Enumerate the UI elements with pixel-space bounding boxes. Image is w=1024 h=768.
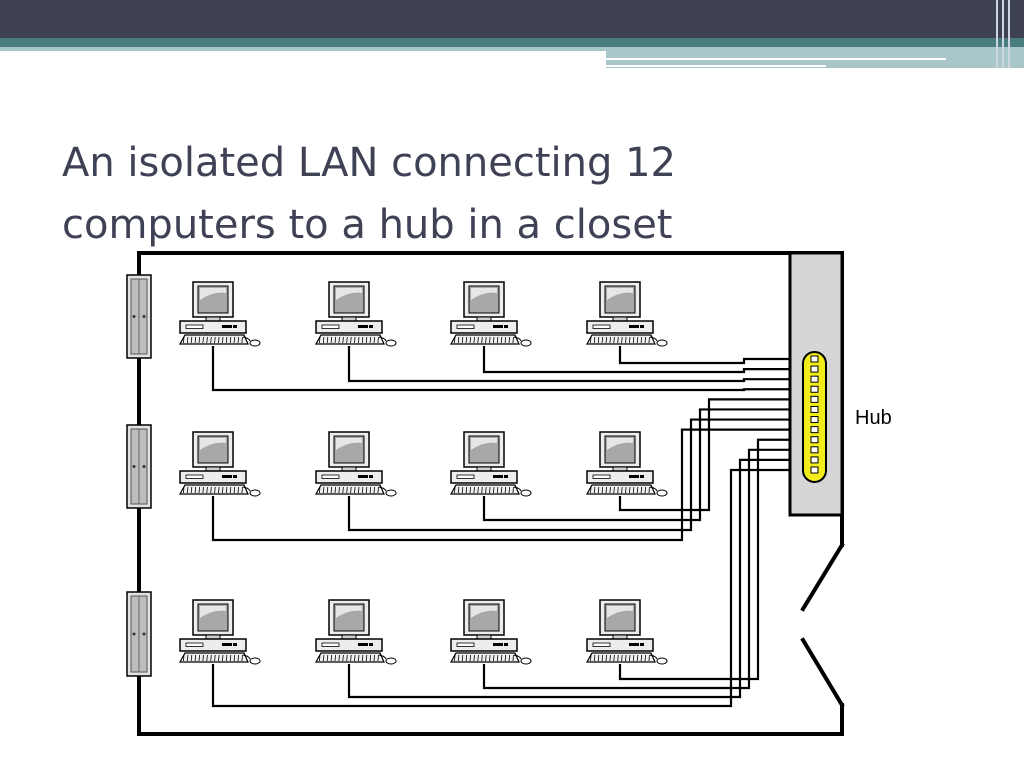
closet-door — [800, 542, 845, 612]
network-cable — [347, 418, 808, 532]
hub-port — [810, 446, 819, 454]
computer-icon — [585, 599, 668, 665]
title-line: An isolated LAN connecting 12 — [62, 140, 677, 186]
accent-line — [606, 65, 826, 67]
hub-label: Hub — [855, 407, 892, 429]
hub-port — [810, 416, 819, 424]
network-cable — [211, 428, 808, 542]
hub-port — [810, 426, 819, 434]
teal-band — [0, 38, 1024, 47]
network-cable — [211, 468, 808, 708]
accent-line — [606, 58, 946, 60]
computer-icon — [449, 599, 532, 665]
hub-port — [810, 405, 819, 413]
computer-icon — [585, 281, 668, 347]
slide-title: An isolated LAN connecting 12 computers … — [62, 132, 862, 256]
network-cable — [347, 458, 808, 699]
network-wires — [211, 346, 808, 708]
network-cable — [211, 346, 808, 392]
window-icon — [126, 424, 152, 509]
computer-icon — [585, 431, 668, 497]
hub-port — [810, 375, 819, 383]
title-line: computers to a hub in a closet — [62, 202, 673, 248]
computer-icon — [314, 431, 397, 497]
windows — [126, 274, 152, 677]
computer-icon — [178, 599, 261, 665]
computer-icon — [314, 599, 397, 665]
network-cable — [618, 346, 808, 365]
hub — [788, 251, 844, 517]
hub-port — [810, 436, 819, 444]
hub-port — [810, 395, 819, 403]
network-cable — [482, 448, 808, 690]
teal-right-band — [606, 47, 1024, 68]
computer-icon — [449, 431, 532, 497]
network-cable — [482, 346, 808, 374]
computer-icon — [178, 431, 261, 497]
teal-light-band — [0, 47, 1024, 51]
computer-icon — [314, 281, 397, 347]
accent-line — [996, 0, 998, 68]
hub-port — [810, 385, 819, 393]
window-icon — [126, 591, 152, 677]
computer-icon — [449, 281, 532, 347]
network-cable — [618, 438, 808, 681]
window-icon — [126, 274, 152, 359]
hub-port — [810, 365, 819, 373]
accent-line — [1008, 0, 1010, 68]
network-cable — [618, 398, 808, 512]
hub-port — [810, 466, 819, 474]
accent-line — [1002, 0, 1004, 68]
hub-port — [810, 456, 819, 464]
network-cable — [347, 346, 808, 383]
closet-door — [800, 637, 845, 708]
hub-port — [810, 355, 819, 363]
computers — [178, 281, 668, 665]
top-band — [0, 0, 1024, 38]
network-cable — [482, 408, 808, 522]
computer-icon — [178, 281, 261, 347]
